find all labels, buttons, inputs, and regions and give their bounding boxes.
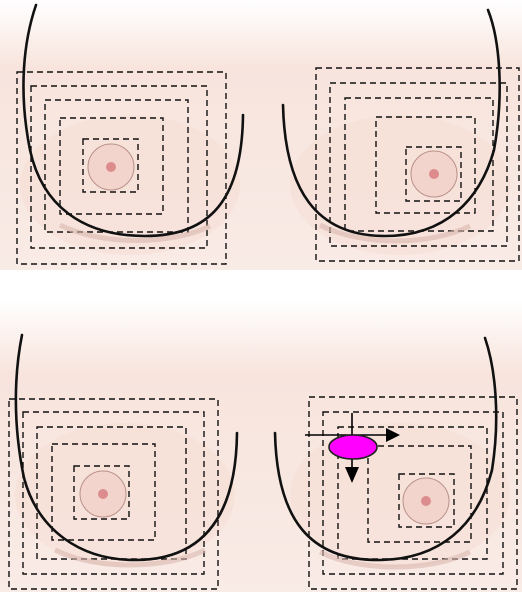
top-left-nipple bbox=[106, 162, 116, 172]
top-right-nipple bbox=[429, 169, 439, 179]
bottom-left-nipple bbox=[98, 489, 108, 499]
lesion-marker bbox=[329, 435, 377, 459]
bottom-panel bbox=[0, 300, 522, 592]
bottom-right-nipple bbox=[421, 496, 431, 506]
top-panel bbox=[0, 0, 522, 270]
